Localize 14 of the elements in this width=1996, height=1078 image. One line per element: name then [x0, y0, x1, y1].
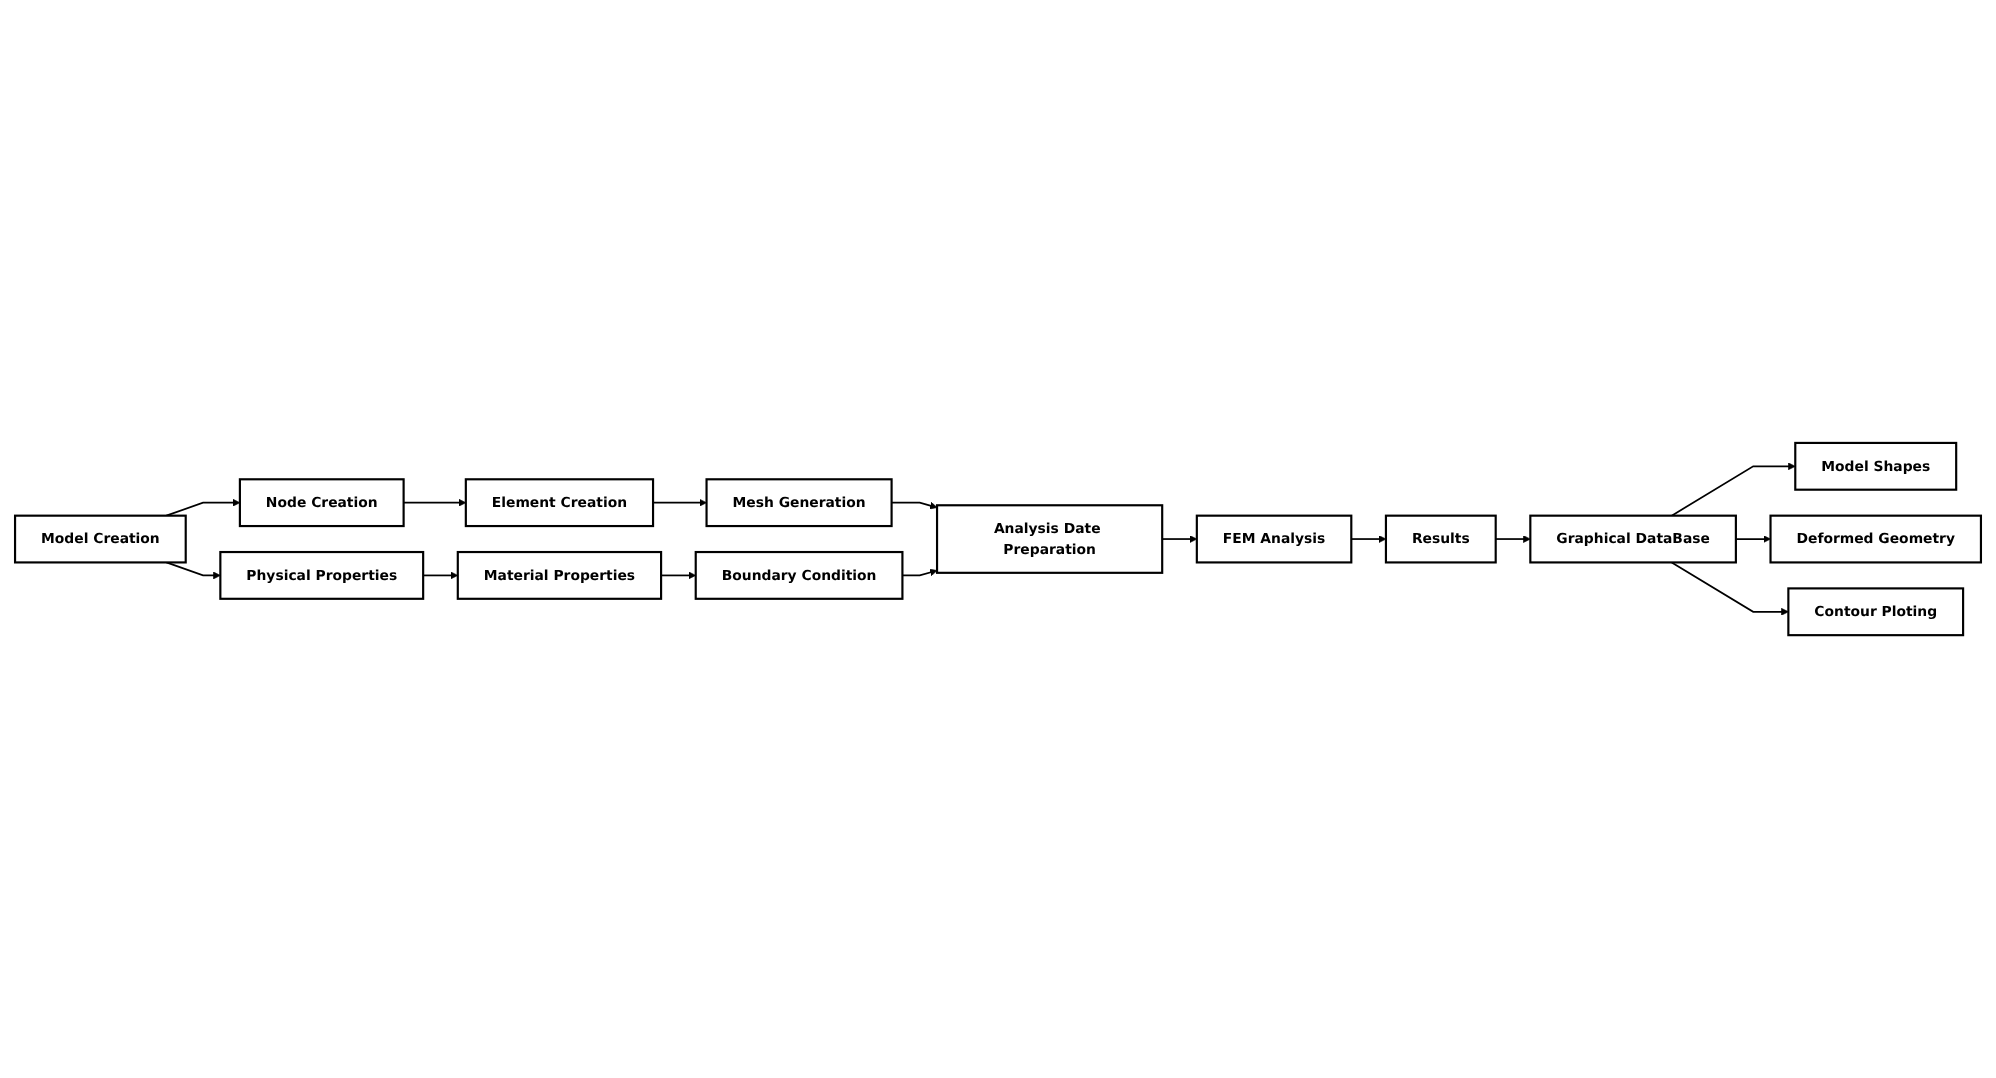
- arrow: [1670, 561, 1789, 616]
- arrow: [165, 498, 241, 517]
- arrow: [1494, 535, 1531, 543]
- arrow: [652, 498, 707, 507]
- arrow: [890, 501, 938, 510]
- arrow: [1350, 535, 1387, 543]
- arrow: [901, 568, 938, 577]
- arrow: [660, 571, 697, 580]
- arrow: [1161, 535, 1198, 543]
- arrow: [1735, 535, 1771, 543]
- arrow: [422, 571, 459, 580]
- arrow: [165, 561, 221, 580]
- arrow: [1670, 462, 1796, 517]
- arrow: [402, 498, 467, 507]
